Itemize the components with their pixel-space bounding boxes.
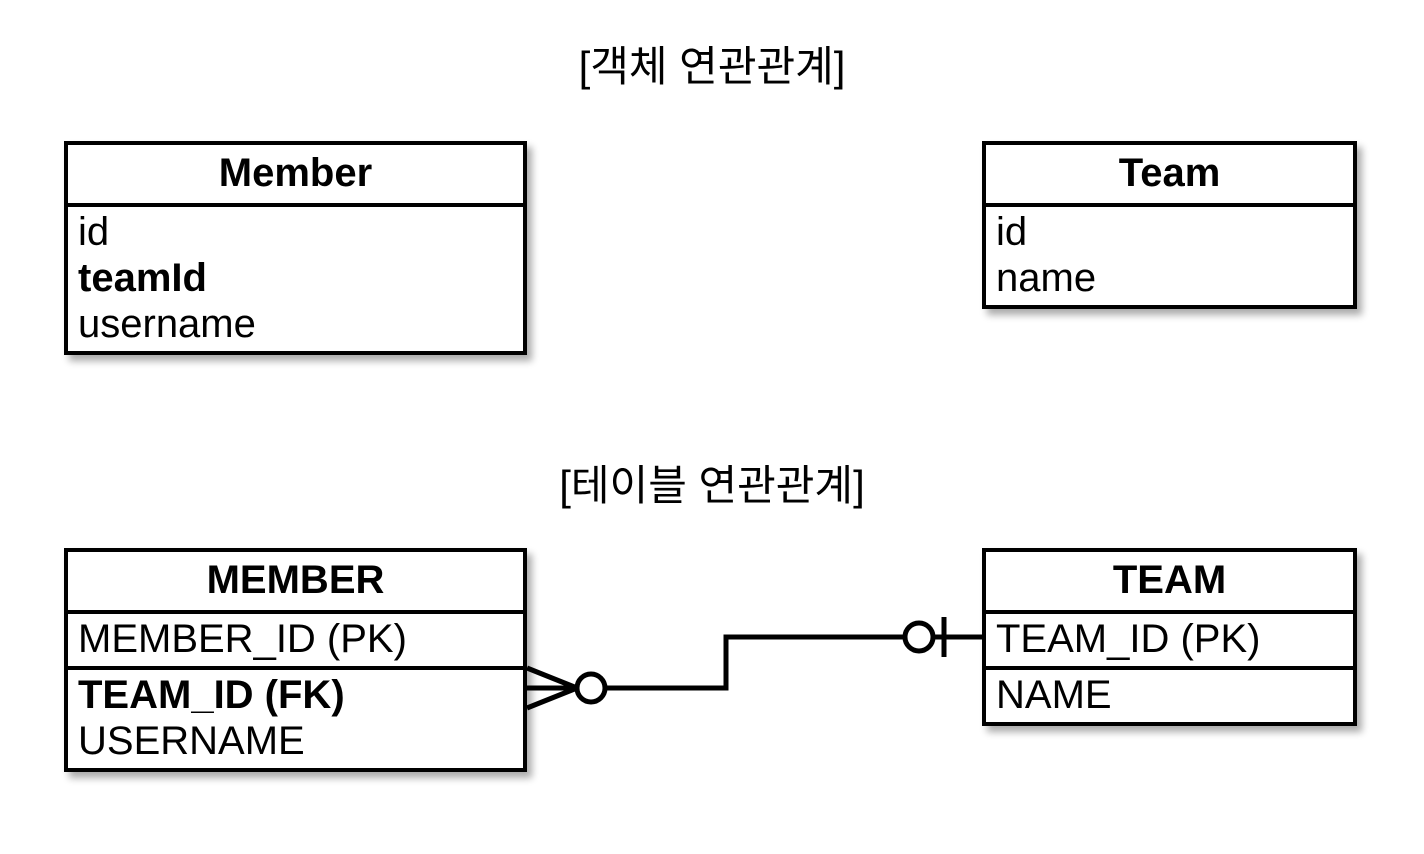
table-section-caption: [테이블 연관관계] — [559, 462, 865, 509]
attribute-id: id — [996, 210, 1028, 254]
entity-team-object[interactable]: Team id name — [982, 141, 1357, 309]
attribute-teamid: teamId — [78, 256, 207, 300]
entity-team-table[interactable]: TEAM TEAM_ID (PK) NAME — [982, 548, 1357, 726]
entity-member-object[interactable]: Member id teamId username — [64, 141, 527, 355]
entity-member-table-column-section: TEAM_ID (FK) USERNAME — [68, 670, 523, 768]
relationship-connector[interactable] — [515, 590, 1005, 730]
entity-team-table-column-section: NAME — [986, 670, 1353, 722]
column-name: NAME — [996, 673, 1112, 717]
entity-member-object-attributes: id teamId username — [68, 207, 523, 351]
entity-team-object-attributes: id name — [986, 207, 1353, 305]
cardinality-zero-circle-left — [574, 671, 608, 705]
column-username: USERNAME — [78, 719, 305, 763]
entity-member-table-key-section: MEMBER_ID (PK) — [68, 614, 523, 670]
attribute-username: username — [78, 302, 256, 346]
entity-member-table-title: MEMBER — [68, 552, 523, 614]
entity-team-table-title: TEAM — [986, 552, 1353, 614]
cardinality-zero-circle-right — [902, 620, 936, 654]
connector-path — [605, 634, 905, 691]
column-member-id: MEMBER_ID (PK) — [78, 617, 407, 661]
entity-member-object-title: Member — [68, 145, 523, 207]
attribute-id: id — [78, 210, 110, 254]
crows-foot-many-icon — [526, 665, 578, 711]
object-section-caption: [객체 연관관계] — [578, 43, 846, 90]
column-team-id-fk: TEAM_ID (FK) — [78, 673, 345, 717]
column-team-id-pk: TEAM_ID (PK) — [996, 617, 1261, 661]
entity-team-object-title: Team — [986, 145, 1353, 207]
attribute-name: name — [996, 256, 1097, 300]
entity-member-table[interactable]: MEMBER MEMBER_ID (PK) TEAM_ID (FK) USERN… — [64, 548, 527, 772]
entity-team-table-key-section: TEAM_ID (PK) — [986, 614, 1353, 670]
